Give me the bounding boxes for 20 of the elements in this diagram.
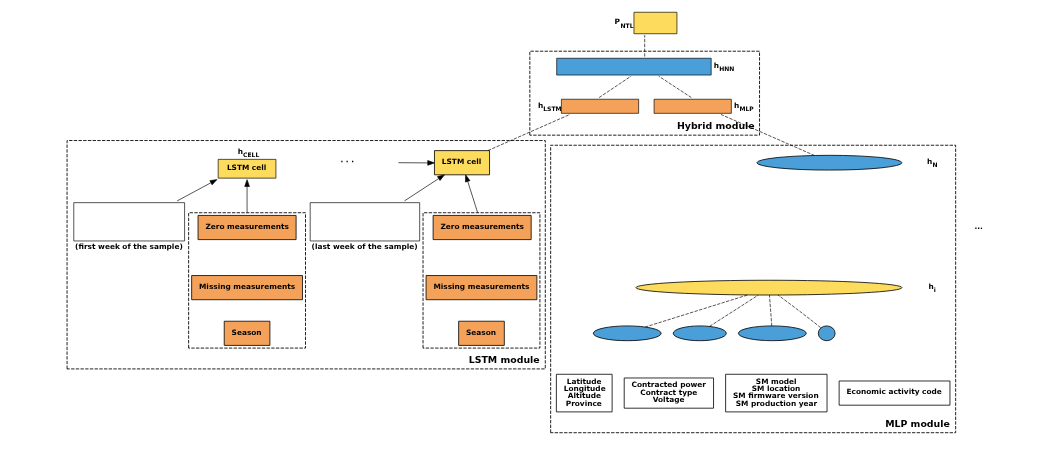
node-circle <box>756 154 903 171</box>
connector <box>658 75 692 98</box>
node-circle <box>817 325 836 342</box>
arrow <box>244 179 250 214</box>
connector <box>720 114 815 156</box>
connector <box>598 75 632 98</box>
node-circle <box>672 325 727 342</box>
arrow <box>404 174 445 202</box>
node-circle <box>738 325 807 342</box>
connector <box>769 294 773 327</box>
arrow <box>398 160 435 166</box>
connector <box>487 114 571 151</box>
connector <box>777 294 822 329</box>
node-circle <box>592 325 662 342</box>
node-circle <box>635 279 903 296</box>
arrow <box>465 174 478 214</box>
connector <box>709 294 759 327</box>
arrow <box>176 179 218 202</box>
connector <box>644 34 646 57</box>
connector <box>644 294 748 328</box>
